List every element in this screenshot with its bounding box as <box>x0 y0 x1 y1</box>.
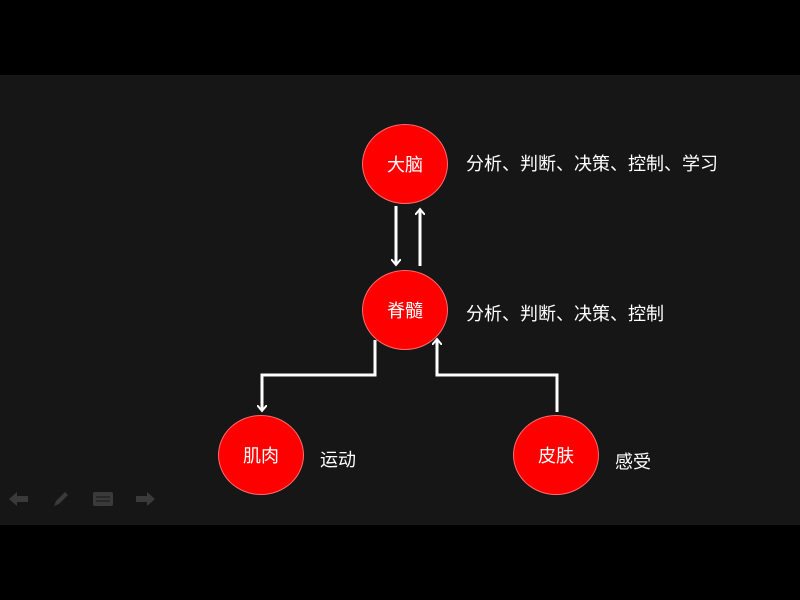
pen-icon[interactable] <box>50 488 72 510</box>
arrow-spinal-to-muscle <box>262 340 377 410</box>
slide-toolbar <box>8 488 156 510</box>
arrow-skin-to-spinal <box>437 340 559 412</box>
spinal-cord-description: 分析、判断、决策、控制 <box>466 304 664 325</box>
skin-description: 感受 <box>615 452 651 473</box>
node-brain: 大脑 <box>362 124 448 204</box>
node-skin: 皮肤 <box>513 415 599 495</box>
menu-icon[interactable] <box>92 488 114 510</box>
node-spinal-cord: 脊髓 <box>362 270 448 350</box>
brain-description: 分析、判断、决策、控制、学习 <box>466 154 718 175</box>
forward-arrow-icon[interactable] <box>134 488 156 510</box>
node-muscle: 肌肉 <box>218 415 304 495</box>
back-arrow-icon[interactable] <box>8 488 30 510</box>
muscle-description: 运动 <box>320 450 356 471</box>
